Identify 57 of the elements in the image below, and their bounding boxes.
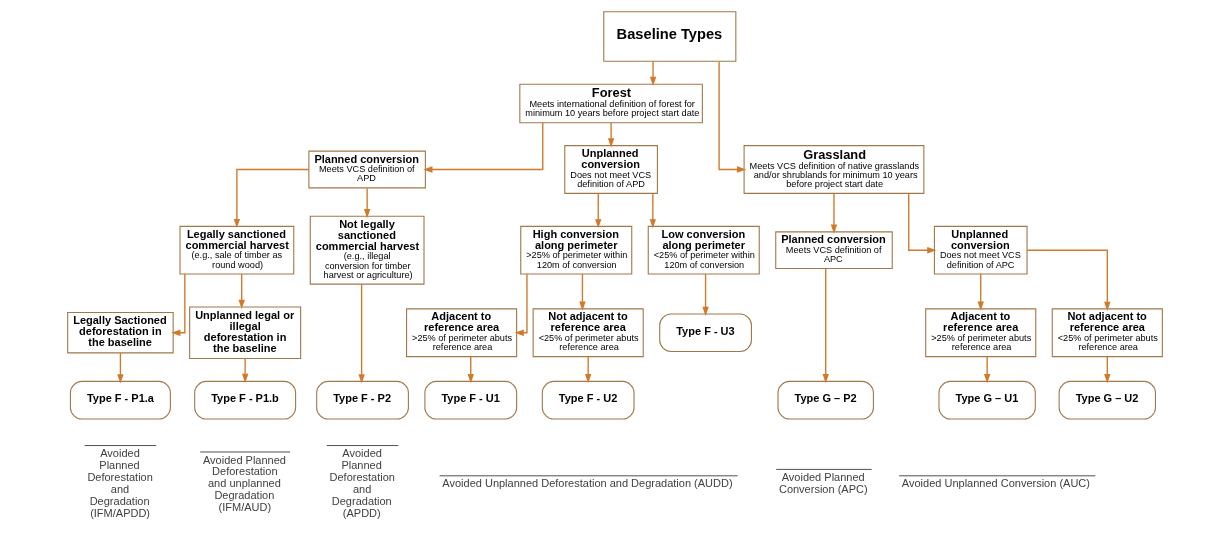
arrow xyxy=(1025,249,1111,311)
node-box: High conversion along perimeter >25% of perimeter within 120m of conversion xyxy=(519,225,632,275)
node-box: Type F - P1.b xyxy=(193,380,296,420)
node-box: Adjacent to reference area >25% of perimeter abuts reference area xyxy=(405,308,517,358)
arrow xyxy=(357,283,365,384)
arrow xyxy=(983,356,990,384)
node-box: Not adjacent to reference area <25% of perimeter abuts reference area xyxy=(1051,308,1163,358)
arrow xyxy=(907,193,936,254)
node-box: Legally Sactioned deforestation in the baseline xyxy=(66,312,174,354)
node-box: Type F - U1 xyxy=(423,380,517,420)
arrow xyxy=(422,122,543,173)
arrow xyxy=(467,356,474,384)
arrow xyxy=(1103,356,1111,384)
label: Avoided Planned Deforestation and unplanned Degradation (IFM/AUD) xyxy=(202,453,286,514)
arrow xyxy=(649,60,656,87)
node-box: Legally sanctioned commercial harvest (e.g., sale of timber as round wood) xyxy=(178,225,294,275)
node-box: Type F - P2 xyxy=(315,380,409,420)
arrow xyxy=(594,193,601,229)
arrow xyxy=(363,187,370,219)
arrow xyxy=(170,273,186,336)
node-box: Planned conversion Meets VCS definition of APC xyxy=(774,231,893,270)
node-box: Planned conversion Meets VCS definition of APD xyxy=(307,150,426,189)
node-box: Baseline Types xyxy=(602,11,736,62)
arrow xyxy=(233,168,310,229)
node-box: Not adjacent to reference area <25% of perimeter abuts reference area xyxy=(532,308,644,358)
arrow xyxy=(514,273,528,336)
label: Avoided Planned Deforestation and Degradation (IFM/APDD) xyxy=(86,447,153,519)
node-box: Unplanned conversion Does not meet VCS definition of APC xyxy=(933,225,1028,275)
node-box: Type G – U2 xyxy=(1058,380,1156,420)
arrow xyxy=(578,273,586,311)
arrow xyxy=(830,193,837,234)
node-box: Low conversion along perimeter <25% of perimeter within 120m of conversion xyxy=(647,225,760,275)
node-box: Forest Meets international definition of forest for minimum 10 years before project start date xyxy=(518,83,703,124)
arrow xyxy=(584,356,591,384)
node-box: Type G – U1 xyxy=(937,380,1036,420)
arrow xyxy=(241,357,248,384)
node-box: Unplanned legal or illegal deforestation in the baseline xyxy=(188,306,301,359)
node-box: Type F - U3 xyxy=(658,313,752,353)
label: Avoided Unplanned Conversion (AUC) xyxy=(901,477,1090,490)
node-box: Adjacent to reference area >25% of perimeter abuts reference area xyxy=(924,308,1036,358)
label: Avoided Unplanned Deforestation and Degradation (AUDD) xyxy=(441,477,733,490)
node-box: Type F - U2 xyxy=(541,380,635,420)
node-box: Type F - P1.a xyxy=(69,380,171,420)
label: Avoided Planned Deforestation and Degradation (APDD) xyxy=(329,447,395,519)
arrow xyxy=(701,273,709,316)
arrow xyxy=(649,193,656,229)
node-box: Unplanned conversion Does not meet VCS definition of APD xyxy=(563,145,658,194)
node-box: Type G – P2 xyxy=(777,380,874,420)
arrow xyxy=(977,273,984,311)
arrow xyxy=(822,267,829,384)
node-box: Not legally sanctioned commercial harvest (e.g., illegal conversion for timber harvest or agriculture) xyxy=(309,215,425,285)
arrow xyxy=(238,273,245,309)
arrow xyxy=(116,352,124,384)
arrow xyxy=(607,122,614,148)
arrow xyxy=(717,60,746,173)
label: Avoided Planned Conversion (APC) xyxy=(778,470,868,495)
node-box: Grassland Meets VCS definition of native grasslands and/or shrublands for minimum 10 years before project start date xyxy=(743,145,924,194)
